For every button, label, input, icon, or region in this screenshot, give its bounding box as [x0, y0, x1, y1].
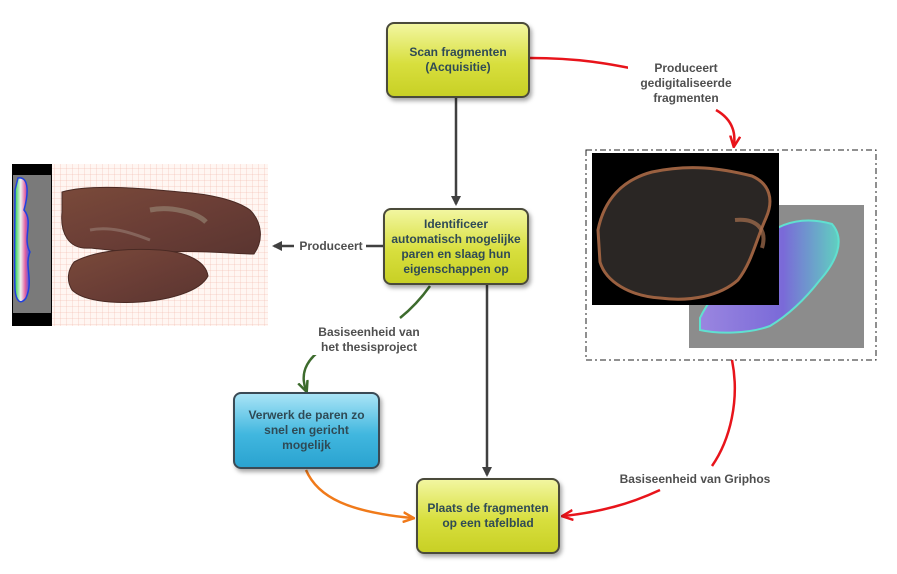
node-place-fragments: Plaats de fragmenten op een tafelblad — [416, 478, 560, 554]
node-scan-fragments: Scan fragmenten (Acquisitie) — [386, 22, 530, 98]
arrow-identify-to-thesis-label — [399, 285, 432, 319]
arrow-griphos-label-to-place — [564, 488, 661, 516]
label-griphos-unit: Basiseenheid van Griphos — [614, 472, 776, 487]
arrow-scan-to-digitised — [529, 56, 641, 72]
label-produces: Produceert — [296, 239, 366, 254]
node-process-pairs: Verwerk de paren zo snel en gericht moge… — [233, 392, 380, 469]
arrow-thesis-label-to-process — [304, 351, 319, 390]
arrow-digitised-to-griphos-label — [710, 359, 736, 467]
arrow-process-to-place — [304, 469, 412, 518]
node-identify-pairs: Identificeer automatisch mogelijke paren… — [383, 208, 529, 285]
digitised-fragments-image — [585, 149, 877, 361]
label-thesis-unit: Basiseenheid van het thesisproject — [306, 325, 432, 355]
arrow-label-to-digitised — [715, 108, 734, 145]
label-produces-digitised: Produceert gedigitaliseerde fragmenten — [628, 61, 744, 106]
scanned-fragment-image — [12, 164, 268, 326]
